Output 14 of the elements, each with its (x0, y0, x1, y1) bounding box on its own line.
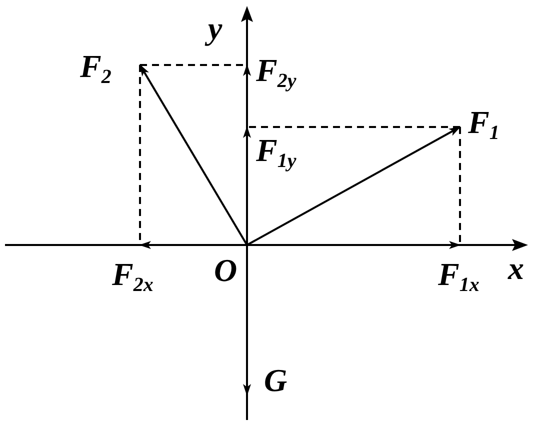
force-label: F$_{1x}$ (438, 256, 480, 292)
force-label: G (264, 362, 288, 398)
origin-label: O (214, 252, 238, 288)
projection-line (459, 127, 461, 245)
force-label: F$_{2x}$ (112, 256, 154, 292)
force-arrow (139, 64, 248, 246)
projection-line (247, 126, 460, 128)
force-arrow (243, 245, 251, 396)
axis-label: x (508, 250, 524, 286)
force-arrow (247, 241, 461, 249)
force-arrow (246, 126, 461, 246)
force-label: F$_{2}$ (80, 48, 112, 84)
force-label: F$_{1}$ (468, 104, 500, 140)
force-arrow (139, 241, 247, 249)
